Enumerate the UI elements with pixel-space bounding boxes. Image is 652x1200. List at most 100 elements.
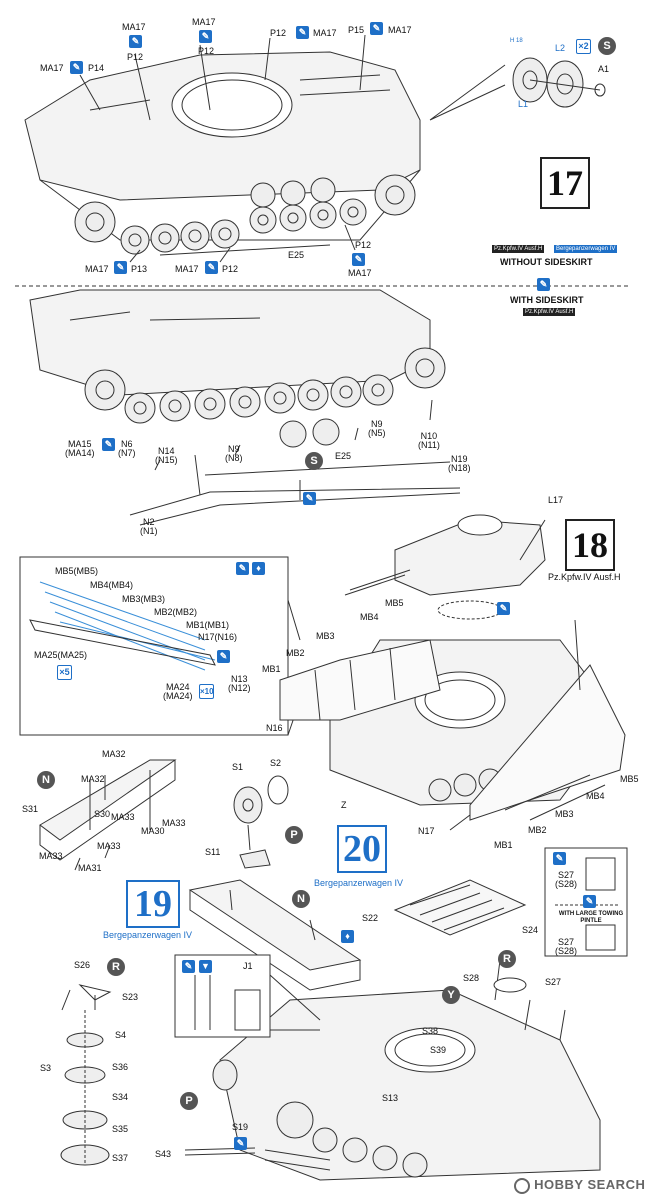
n7-text: (N7) bbox=[118, 448, 136, 458]
label-s31: S31 bbox=[22, 804, 39, 814]
p-badge: P bbox=[180, 1092, 198, 1110]
glue-bottle-icon: ♦ bbox=[252, 562, 265, 575]
n13-text: N13 bbox=[231, 674, 248, 684]
glue-icon: ✎ bbox=[102, 438, 115, 451]
multiply-icon: ×10 bbox=[199, 684, 214, 699]
step-20-subtitle: Bergepanzerwagen IV bbox=[314, 878, 404, 888]
label-p12-d: P12 bbox=[222, 264, 239, 274]
n9a-text: N9 bbox=[227, 444, 240, 454]
label-ma17-f: MA17 bbox=[85, 264, 109, 274]
glue-icon: ✎ bbox=[70, 61, 83, 74]
inset-mb2: MB2(MB2) bbox=[154, 607, 198, 617]
label-n14: N14(N15) bbox=[155, 447, 178, 465]
step-17-number: 17 bbox=[540, 157, 590, 209]
label-s39: S39 bbox=[430, 1045, 447, 1055]
label-ma17-g: MA17 bbox=[175, 264, 199, 274]
label-j1: J1 bbox=[243, 961, 253, 971]
label-ma17-h: MA17 bbox=[348, 268, 372, 278]
inset-ma25: MA25(MA25) bbox=[34, 650, 88, 660]
watermark: HOBBY SEARCH bbox=[514, 1177, 645, 1194]
main-mb4r: MB4 bbox=[586, 791, 605, 801]
label-ma32a: MA32 bbox=[102, 749, 126, 759]
r-badge: R bbox=[498, 950, 516, 968]
label-p15: P15 bbox=[348, 25, 365, 35]
label-s30: S30 bbox=[94, 809, 111, 819]
n9b-text: N9 bbox=[370, 419, 383, 429]
label-s2: S2 bbox=[270, 758, 282, 768]
n15-text: (N15) bbox=[155, 455, 178, 465]
n-badge: N bbox=[292, 890, 310, 908]
main-mb3r: MB3 bbox=[555, 809, 574, 819]
callout-h: H 18 bbox=[510, 36, 523, 46]
multiply-count: 10 bbox=[204, 687, 214, 696]
label-s24: S24 bbox=[522, 925, 539, 935]
main-mb4: MB4 bbox=[360, 612, 379, 622]
s27b-text: S27 bbox=[558, 870, 575, 880]
h-numbers: 18 bbox=[516, 38, 523, 44]
n-badge: N bbox=[37, 771, 55, 789]
tag-pzkpfw-with: Pz.Kpfw.IV Ausf.H bbox=[523, 308, 576, 316]
inset-mb5: MB5(MB5) bbox=[55, 566, 99, 576]
label-n19: N19(N18) bbox=[448, 455, 471, 473]
paint-brush-icon: ✎ bbox=[553, 852, 566, 865]
glue-icon: ✎ bbox=[296, 26, 309, 39]
label-s27c: S27(S28) bbox=[555, 938, 577, 956]
main-mb1: MB1 bbox=[262, 664, 281, 674]
label-s28: S28 bbox=[463, 973, 480, 983]
label-ma17-e: MA17 bbox=[388, 25, 412, 35]
n5-text: (N5) bbox=[368, 428, 386, 438]
multiply-icon: ×5 bbox=[57, 665, 72, 680]
h-label: H bbox=[510, 38, 515, 44]
watermark-text: HOBBY SEARCH bbox=[534, 1177, 646, 1192]
label-p12-b: P12 bbox=[198, 46, 215, 56]
label-e25-lower: E25 bbox=[335, 451, 352, 461]
label-ma15: MA15(MA14) bbox=[65, 440, 95, 458]
label-n9a: N9(N8) bbox=[225, 445, 243, 463]
step-19-subtitle: Bergepanzerwagen IV bbox=[103, 930, 193, 940]
label-s22: S22 bbox=[362, 913, 379, 923]
glue-icon: ✎ bbox=[352, 253, 365, 266]
s28b-text: (S28) bbox=[555, 879, 578, 889]
label-e25: E25 bbox=[288, 250, 305, 260]
label-s36: S36 bbox=[112, 1062, 129, 1072]
paint-brush-icon: ✎ bbox=[236, 562, 249, 575]
label-ma33b: MA33 bbox=[162, 818, 186, 828]
label-n6: N6(N7) bbox=[118, 440, 136, 458]
n19-text: N19 bbox=[451, 454, 468, 464]
r-badge: R bbox=[107, 958, 125, 976]
glue-icon: ✎ bbox=[205, 261, 218, 274]
n10-text: N10 bbox=[420, 431, 438, 441]
label-s23: S23 bbox=[122, 992, 139, 1002]
label-n2: N2(N1) bbox=[140, 518, 158, 536]
label-s27b: S27(S28) bbox=[555, 871, 577, 889]
ma24-text: MA24 bbox=[166, 682, 190, 692]
main-n17: N17 bbox=[418, 826, 435, 836]
main-mb1r: MB1 bbox=[494, 840, 513, 850]
label-ma33a: MA33 bbox=[111, 812, 135, 822]
glue-icon: ✎ bbox=[217, 650, 230, 663]
n18-text: (N18) bbox=[448, 463, 471, 473]
funnel-icon: ▼ bbox=[199, 960, 212, 973]
inset-n13: N13(N12) bbox=[228, 675, 251, 693]
glue-icon: ✎ bbox=[234, 1137, 247, 1150]
n11-text: (N11) bbox=[418, 440, 440, 450]
label-ma33d: MA33 bbox=[39, 851, 63, 861]
callout-l2: L2 bbox=[555, 43, 566, 53]
inset-mb4: MB4(MB4) bbox=[90, 580, 134, 590]
label-s35: S35 bbox=[112, 1124, 129, 1134]
callout-a1: A1 bbox=[598, 64, 610, 74]
n2-text: N2 bbox=[142, 517, 155, 527]
inset-mb1: MB1(MB1) bbox=[186, 620, 230, 630]
label-s1: S1 bbox=[232, 762, 244, 772]
main-z: Z bbox=[341, 800, 347, 810]
with-sideskirt-caption: WITH SIDESKIRT bbox=[510, 295, 584, 305]
glue-icon: ✎ bbox=[199, 30, 212, 43]
label-s43: S43 bbox=[155, 1149, 172, 1159]
inset-n17: N17(N16) bbox=[198, 632, 238, 642]
step-20-number: 20 bbox=[337, 825, 387, 873]
label-p14: P14 bbox=[88, 63, 105, 73]
label-s34: S34 bbox=[112, 1092, 129, 1102]
ma24b-text: (MA24) bbox=[163, 691, 193, 701]
label-s26: S26 bbox=[74, 960, 91, 970]
glue-icon: ✎ bbox=[537, 278, 550, 291]
